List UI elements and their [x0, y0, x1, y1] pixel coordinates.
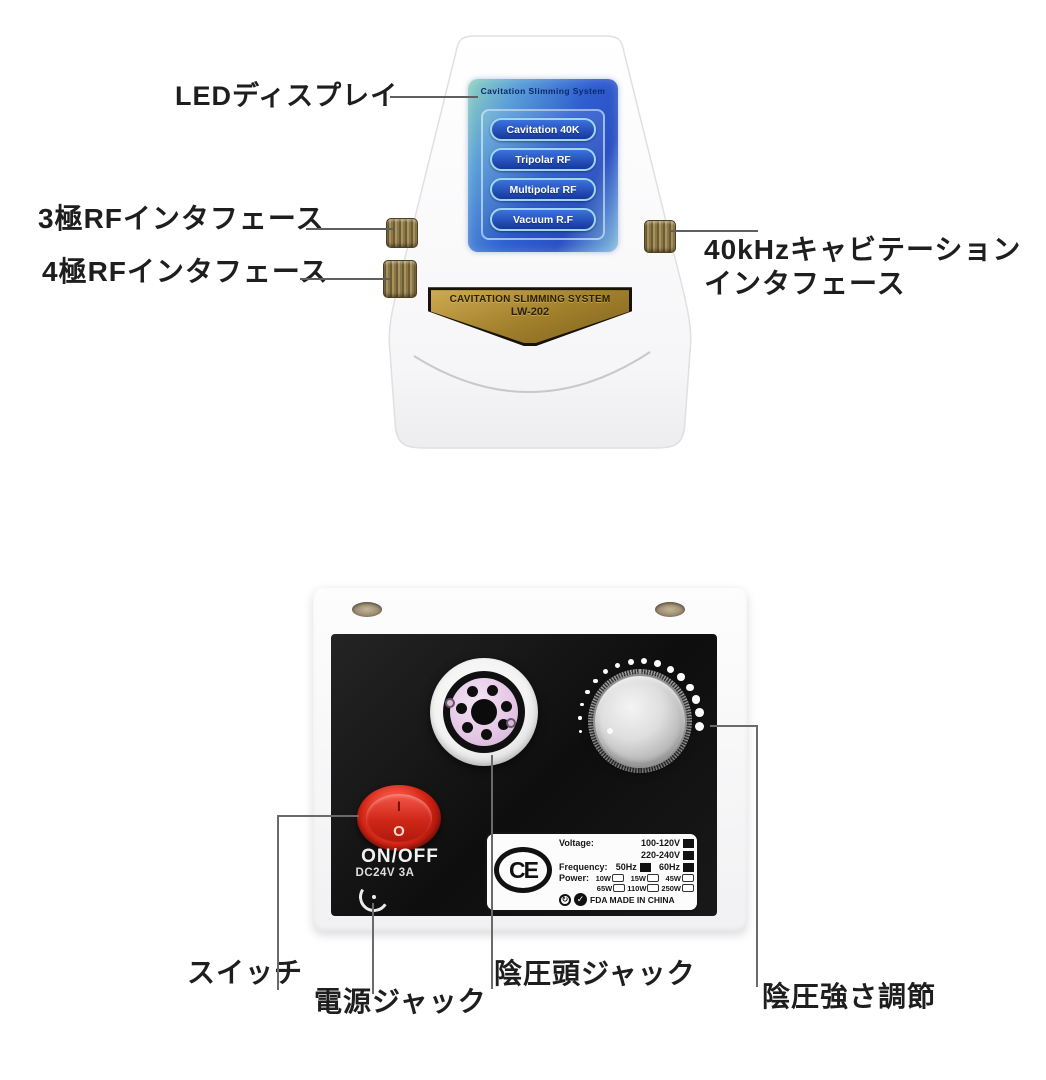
callout-cavitation-line1: 40kHzキャビテーション: [704, 234, 1022, 265]
base-seam-line: [413, 351, 651, 393]
callout-vacuum-head-jack: 陰圧頭ジャック: [494, 958, 696, 989]
rear-panel: I O ON/OFF DC24V 3A CE Voltage:: [331, 634, 717, 916]
vacuum-port-center-hole: [471, 699, 497, 725]
power-option-110w: 110W: [627, 883, 647, 893]
dc-jack-icon: [356, 879, 392, 915]
frequency-label: Frequency:: [559, 862, 608, 872]
frequency-option-2: 60Hz: [658, 862, 680, 872]
switch-off-mark: O: [393, 823, 405, 840]
screen-header-text: Cavitation Slimming System: [480, 86, 606, 96]
voltage-label: Voltage:: [559, 838, 594, 848]
recycle-icon: ↻: [559, 893, 571, 906]
screen-button-panel: Cavitation 40K Tripolar RF Multipolar RF…: [481, 109, 605, 240]
port-screw-right: [506, 718, 516, 728]
leader-line-rf4: [300, 278, 390, 280]
badge-model: LW-202: [510, 306, 550, 318]
leader-line-switch-horizontal: [277, 815, 359, 817]
leader-line-cavitation: [670, 230, 758, 232]
onoff-label: ON/OFF: [361, 846, 439, 867]
checkbox-filled: [682, 862, 694, 872]
certification-check-icon: ✓: [574, 893, 587, 906]
power-label: Power:: [559, 873, 590, 883]
voltage-option-1: 100-120V: [640, 838, 680, 848]
checkbox-filled: [683, 838, 694, 848]
leader-line-power-jack: [372, 903, 374, 994]
checkbox-empty: [647, 884, 660, 892]
leader-line-knob-horizontal: [710, 725, 758, 727]
callout-cavitation-interface: 40kHzキャビテーション インタフェース: [704, 233, 1021, 300]
leader-line-vacuum-jack: [491, 755, 493, 989]
power-option-15w: 15W: [630, 873, 646, 883]
callout-power-jack: 電源ジャック: [314, 986, 487, 1017]
knob-indicator-dot: [607, 728, 613, 734]
checkbox-empty: [613, 884, 626, 892]
power-option-65w: 65W: [596, 883, 613, 893]
callout-rf4-interface: 4極RFインタフェース: [42, 256, 329, 287]
screen-button-vacuum-rf: Vacuum R.F: [490, 208, 596, 231]
frequency-option-1: 50Hz: [615, 862, 637, 872]
leader-line-led-display: [390, 96, 478, 98]
power-switch: I O: [357, 785, 441, 851]
ce-mark-text: CE: [509, 856, 539, 883]
vacuum-strength-knob: [593, 674, 687, 768]
screw-recess-left: [352, 602, 382, 617]
callout-rf3-interface: 3極RFインタフェース: [38, 203, 325, 234]
rating-plate-text: Voltage: 100-120V 220-240V Frequency: 50…: [559, 837, 694, 906]
checkbox-empty: [612, 874, 624, 882]
callout-cavitation-line2: インタフェース: [704, 267, 906, 299]
checkbox-filled: [639, 862, 651, 872]
rating-plate: CE Voltage: 100-120V 220-240V Frequency:…: [485, 832, 699, 912]
leader-line-knob-vertical: [756, 725, 758, 987]
port-screw-left: [445, 698, 455, 708]
callout-led-display: LEDディスプレイ: [175, 81, 399, 111]
cavitation-connector-socket: [644, 220, 676, 253]
callout-switch: スイッチ: [187, 957, 304, 988]
power-option-45w: 45W: [665, 873, 681, 883]
callout-vacuum-strength-knob: 陰圧強さ調節: [762, 981, 937, 1012]
badge-title: CAVITATION SLIMMING SYSTEM: [449, 294, 611, 305]
leader-line-switch-vertical: [277, 815, 279, 990]
dc-rating-label: DC24V 3A: [355, 867, 415, 879]
voltage-option-2: 220-240V: [640, 850, 680, 860]
screen-button-multipolar-rf: Multipolar RF: [490, 178, 596, 201]
screw-recess-right: [655, 602, 685, 617]
checkbox-filled: [683, 850, 694, 860]
led-display-screen: Cavitation Slimming System Cavitation 40…: [468, 79, 618, 252]
power-option-250w: 250W: [661, 883, 681, 893]
vacuum-head-port: [430, 658, 538, 766]
origin-text: FDA MADE IN CHINA: [590, 894, 675, 905]
power-option-10w: 10W: [595, 873, 611, 883]
leader-line-rf3: [306, 228, 394, 230]
power-switch-rocker: I O: [366, 794, 432, 842]
switch-on-mark: I: [397, 798, 401, 814]
screen-button-tripolar-rf: Tripolar RF: [490, 148, 596, 171]
checkbox-empty: [682, 884, 694, 892]
screen-button-cavitation-40k: Cavitation 40K: [490, 118, 596, 141]
checkbox-empty: [646, 874, 659, 882]
ce-mark: CE: [494, 847, 552, 893]
rf3-connector-socket: [386, 218, 418, 248]
checkbox-empty: [681, 874, 694, 882]
